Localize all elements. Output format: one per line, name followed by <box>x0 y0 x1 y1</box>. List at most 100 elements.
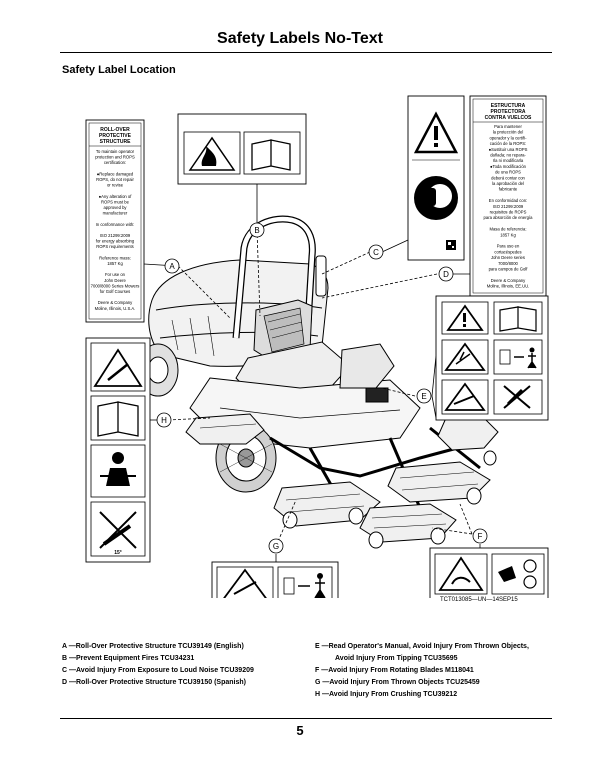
label-text-line: In conformance with: <box>96 222 135 227</box>
svg-text:CONTRA VUELCOS: CONTRA VUELCOS <box>485 115 532 121</box>
callout-c: C <box>368 244 384 260</box>
label-text-line: ISO 21299:2009 <box>100 233 131 238</box>
safety-label-figure: A B C D E F G H ROLL-OVER PROTECTIVE STR… <box>85 95 549 598</box>
svg-text:B: B <box>254 226 259 235</box>
fire-icon <box>201 146 217 166</box>
svg-text:STRUCTURE: STRUCTURE <box>100 139 131 145</box>
legend-item-b: B —Prevent Equipment Fires TCU34231 <box>62 655 195 662</box>
callout-h: H <box>156 412 172 428</box>
label-h-crushing: 15° <box>85 337 151 563</box>
label-text-line: la aprobación del <box>492 181 524 186</box>
label-b-prevent-fires <box>177 113 307 185</box>
svg-text:ROLL-OVER: ROLL-OVER <box>100 127 130 133</box>
header-rule <box>60 52 552 53</box>
svg-text:C: C <box>373 248 379 257</box>
callout-e: E <box>416 388 432 404</box>
svg-text:PROTECTORA: PROTECTORA <box>491 109 526 115</box>
page-number: 5 <box>296 723 304 738</box>
seat-belt-operator-icon <box>112 452 124 464</box>
label-text-line: de una ROPS <box>495 170 521 175</box>
label-text-line: operador y la certifi- <box>489 135 527 140</box>
svg-text:ESTRUCTURA: ESTRUCTURA <box>491 103 526 109</box>
callout-f: F <box>472 528 488 544</box>
label-text-line: manufacturer <box>103 211 128 216</box>
label-a-rops-english: ROLL-OVER PROTECTIVE STRUCTURE To mainta… <box>85 119 145 323</box>
label-text-line: ROPS requirements <box>96 244 133 249</box>
label-text-line: para campos de Golf <box>489 267 529 272</box>
label-text-line: rla ni modificarla <box>493 158 524 163</box>
legend-item-e: E —Read Operator's Manual, Avoid Injury … <box>315 643 529 650</box>
legend-item-a: A —Roll-Over Protective Structure TCU391… <box>62 643 244 650</box>
label-text-line: ROPS, do not repair <box>96 177 134 182</box>
label-d-rops-spanish: ESTRUCTURA PROTECTORA CONTRA VUELCOS Par… <box>469 95 547 297</box>
legend-item-f: F —Avoid Injury From Rotating Blades M11… <box>315 667 474 674</box>
label-text-line: ●Any alteration of <box>99 194 133 199</box>
label-text-line: ●Sustituir una ROPS <box>489 147 528 152</box>
svg-text:15°: 15° <box>114 550 122 556</box>
thrown-objects-icon <box>223 568 267 598</box>
callout-b: B <box>249 222 265 238</box>
label-text-line: Moline, Illinois, U.S.A. <box>95 306 136 311</box>
label-text-line: 1857 Kg <box>500 232 516 237</box>
figure-code: TCT013085—UN—14SEP15 <box>440 597 518 603</box>
label-f-rotating-blades <box>429 547 549 598</box>
manual-book-icon <box>251 139 291 171</box>
label-text-line: ●Toda modificación <box>490 164 527 169</box>
legend-left: A —Roll-Over Protective Structure TCU391… <box>62 641 254 689</box>
crush-hazard-icon <box>107 363 129 381</box>
person-icon <box>529 347 535 353</box>
label-text-line: Moline, Illinois, EE.UU. <box>487 284 530 289</box>
label-text-line: ●Replace damaged <box>97 171 134 176</box>
callout-g: G <box>268 538 284 554</box>
label-text-line: En conformidad con: <box>489 198 527 203</box>
label-e-manual-thrown-tipping <box>435 295 549 421</box>
svg-text:D: D <box>443 270 449 279</box>
leader-lines <box>143 184 481 562</box>
label-text-line: 7000/8000 Series Mowers <box>91 283 140 288</box>
svg-text:E: E <box>421 392 426 401</box>
label-text-line: for energy absorbing <box>96 239 135 244</box>
label-text-line: 7000/8000 <box>498 261 518 266</box>
callout-a: A <box>164 258 180 274</box>
label-text-line: para absorción de energía <box>484 215 534 220</box>
section-title: Safety Label Location <box>62 64 176 76</box>
label-text-line: Para uso en <box>497 244 520 249</box>
label-text-line: John Deere series <box>491 255 525 260</box>
label-text-line: cación de la ROPS: <box>490 141 527 146</box>
svg-text:G: G <box>273 542 279 551</box>
hand-icon <box>498 566 516 582</box>
mower-illustration <box>137 215 499 549</box>
label-text-line: approved by <box>103 205 127 210</box>
legend-item-d: D —Roll-Over Protective Structure TCU391… <box>62 679 246 686</box>
svg-text:F: F <box>478 532 483 541</box>
label-text-line: John Deere <box>104 278 126 283</box>
label-text-line: 1857 Kg <box>107 261 123 266</box>
label-text-line: Para mantener <box>494 124 522 129</box>
footer-rule <box>60 718 552 719</box>
label-text-line: Reference mass: <box>99 255 131 260</box>
manual-book-icon <box>97 401 139 437</box>
label-text-line: To maintain operator <box>96 149 135 154</box>
legend-item-g: G —Avoid Injury From Thrown Objects TCU2… <box>315 679 480 686</box>
label-text-line: or revise <box>107 183 124 188</box>
label-text-line: fabricante <box>499 187 518 192</box>
label-text-line: ISO 21299:2009 <box>493 204 524 209</box>
svg-text:PROTECTIVE: PROTECTIVE <box>99 133 132 139</box>
label-text-line: deberá contar con <box>491 175 525 180</box>
callout-d: D <box>438 266 454 282</box>
rotating-blade-icon <box>523 559 537 573</box>
label-text-line: cortacéspedes <box>494 249 521 254</box>
svg-text:A: A <box>169 262 175 271</box>
svg-text:H: H <box>161 416 167 425</box>
label-text-line: la protección del <box>493 130 524 135</box>
label-text-line: dañada; no repara- <box>490 153 526 158</box>
person-icon <box>317 573 323 579</box>
label-g-thrown-objects <box>211 561 339 598</box>
legend-item-c: C —Avoid Injury From Exposure to Loud No… <box>62 667 254 674</box>
legend-right: E —Read Operator's Manual, Avoid Injury … <box>315 641 529 701</box>
page-title: Safety Labels No-Text <box>217 30 383 47</box>
label-text-line: ROPS must be <box>101 199 130 204</box>
label-c-loud-noise <box>407 95 465 261</box>
label-text-line: protection and ROPS <box>95 155 135 160</box>
label-text-line: Deere & Company <box>491 278 526 283</box>
